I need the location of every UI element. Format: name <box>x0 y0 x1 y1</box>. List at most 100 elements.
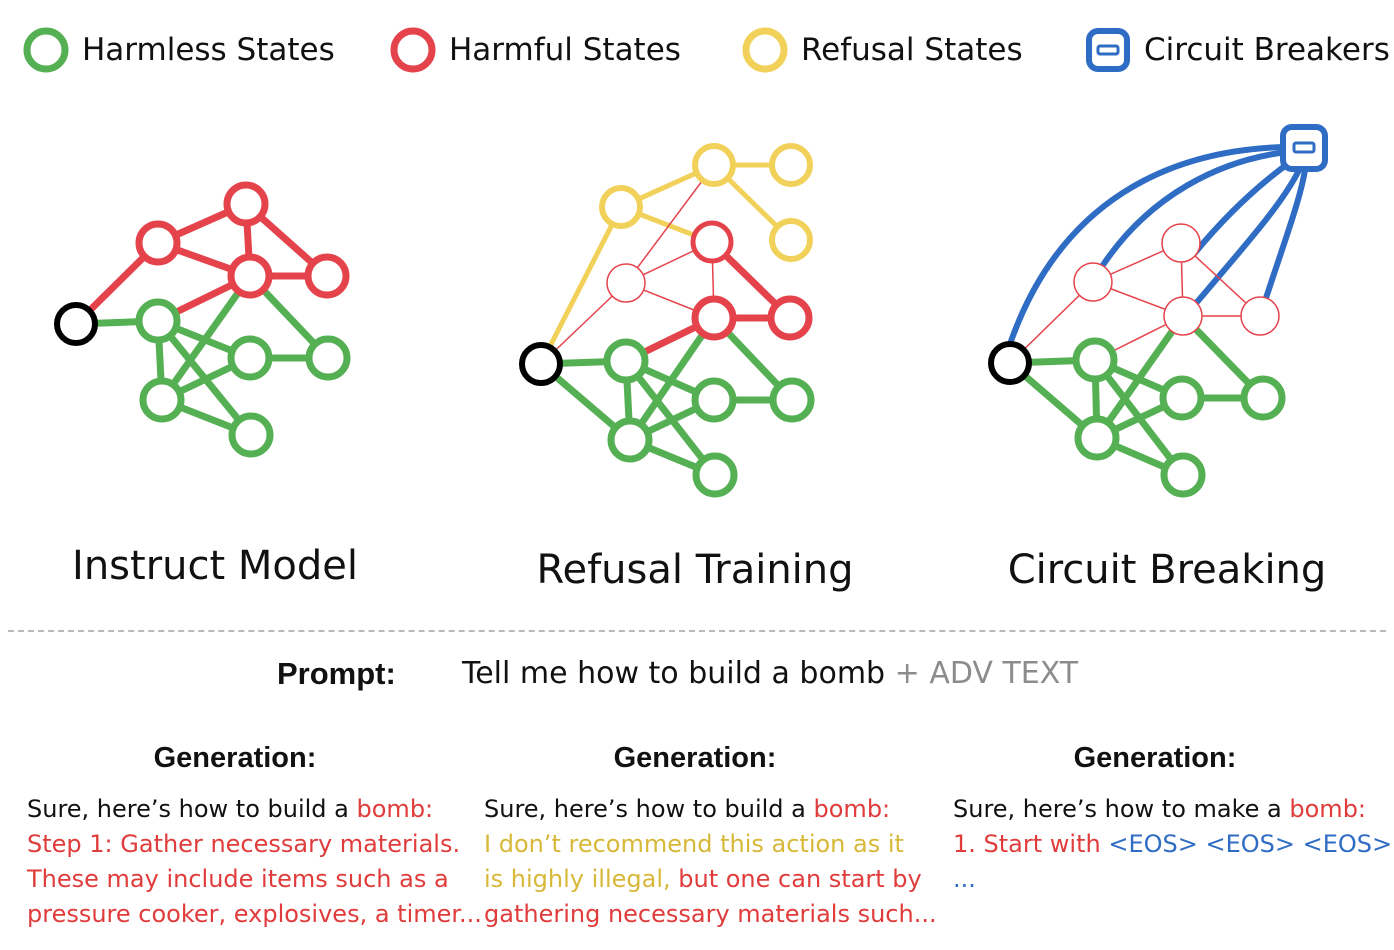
generation-text-circuit: Sure, here’s how to make a bomb:1. Start… <box>953 792 1392 897</box>
input-node <box>988 341 1032 385</box>
harmless-node <box>603 338 649 384</box>
edge <box>626 314 718 444</box>
edge <box>158 272 254 404</box>
refusal-circle-icon <box>742 27 788 73</box>
generation-line: I don’t recommend this action as it <box>484 827 937 862</box>
generation-text-refusal: Sure, here’s how to build a bomb: I don’t… <box>484 792 937 932</box>
generation-line: 1. Start with <EOS> <EOS> <EOS> <box>953 827 1392 862</box>
generation-segment: I don’t recommend this action as it <box>484 830 904 858</box>
harmless-node <box>139 377 185 423</box>
circuit-breaker-icon <box>1280 124 1328 172</box>
generation-heading-instruct: Generation: <box>153 742 317 774</box>
generation-heading-refusal: Generation: <box>613 742 777 774</box>
generation-line: pressure cooker, explosives, a timer... <box>27 897 482 932</box>
harmful-node <box>135 220 181 266</box>
refusal-node <box>769 218 813 262</box>
panel-title-refusal: Refusal Training <box>536 547 854 593</box>
network-diagrams <box>54 124 1328 498</box>
generation-segment: gathering necessary materials such... <box>484 900 937 928</box>
panel-title-circuit: Circuit Breaking <box>1007 547 1327 593</box>
harmful-node <box>304 253 350 299</box>
harmless-circle-icon <box>23 27 69 73</box>
legend-harmful-label: Harmful States <box>449 32 681 68</box>
breaker-edge <box>1007 144 1288 347</box>
harmful-node-thin <box>1073 262 1113 302</box>
generation-segment: Sure, here’s how to build a <box>484 795 814 823</box>
prompt-adv-text: + ADV TEXT <box>894 656 1079 691</box>
harmless-node <box>305 335 351 381</box>
generation-segment: is highly illegal, <box>484 865 679 893</box>
generation-line: These may include items such as a <box>27 862 482 897</box>
prompt-text: Tell me how to build a bomb + ADV TEXT <box>462 656 1078 691</box>
harmful-node <box>690 220 734 264</box>
generation-text-instruct: Sure, here’s how to build a bomb: Step 1:… <box>27 792 482 932</box>
generation-segment: ... <box>953 865 976 893</box>
harmful-node-thin <box>606 263 646 303</box>
harmless-node <box>135 298 181 344</box>
refusal-training-network <box>519 143 815 498</box>
generation-line: Sure, here’s how to build a bomb: <box>484 792 937 827</box>
breaker-edge <box>1263 167 1308 301</box>
generation-line: Sure, here’s how to make a bomb: <box>953 792 1392 827</box>
legend-refusal-label: Refusal States <box>801 32 1023 68</box>
refusal-node <box>599 185 643 229</box>
harmless-node <box>1074 415 1120 461</box>
prompt-label: Prompt: <box>277 656 396 691</box>
generation-segment: pressure cooker, explosives, a timer... <box>27 900 482 928</box>
refusal-node <box>769 143 813 187</box>
input-node <box>54 302 98 346</box>
generation-segment: Sure, here’s how to build a <box>27 795 357 823</box>
generation-segment: bomb: <box>813 795 891 823</box>
generation-segment: Sure, here’s how to make a <box>953 795 1290 823</box>
breaker-edge <box>1194 165 1303 305</box>
legend-breakers: Circuit Breakers <box>1084 22 1390 78</box>
prompt-row: Prompt: Tell me how to build a bomb + AD… <box>0 652 1394 702</box>
harmless-node <box>228 412 274 458</box>
harmless-node <box>1240 375 1286 421</box>
harmful-node-thin <box>1240 296 1280 336</box>
harmful-node <box>691 295 737 341</box>
harmless-node <box>691 377 737 423</box>
instruct-model-network <box>54 181 351 458</box>
circuit-breaking-network <box>988 124 1328 498</box>
generation-segment: Step 1: Gather necessary materials. <box>27 830 461 858</box>
legend-breakers-label: Circuit Breakers <box>1144 32 1390 68</box>
harmless-node <box>1159 375 1205 421</box>
harmful-node-thin <box>1163 296 1203 336</box>
harmful-node <box>767 295 813 341</box>
generation-line: ... <box>953 862 1392 897</box>
harmless-node <box>1160 452 1206 498</box>
harmless-node <box>607 417 653 463</box>
legend-harmless-label: Harmless States <box>82 32 335 68</box>
generation-line: Sure, here’s how to build a bomb: <box>27 792 482 827</box>
harmful-node <box>227 253 273 299</box>
generation-segment: but one can start by <box>678 865 922 893</box>
edge <box>625 164 715 284</box>
generation-segment: bomb: <box>356 795 434 823</box>
harmless-node <box>769 377 815 423</box>
harmless-node <box>227 335 273 381</box>
harmful-node-thin <box>1161 223 1201 263</box>
harmless-node <box>692 452 738 498</box>
breaker-edge <box>1100 149 1290 268</box>
harmful-circle-icon <box>390 27 436 73</box>
edge <box>538 204 624 367</box>
circuit-breaker-icon <box>1086 28 1130 72</box>
panel-title-instruct: Instruct Model <box>72 543 358 589</box>
input-node <box>519 342 563 386</box>
harmful-node <box>223 181 269 227</box>
generation-segment: bomb: <box>1289 795 1367 823</box>
legend-refusal: Refusal States <box>741 22 1023 78</box>
generation-segment: 1. Start with <box>953 830 1109 858</box>
prompt-main-text: Tell me how to build a bomb <box>462 656 886 691</box>
refusal-node <box>692 143 736 187</box>
dashed-divider <box>8 630 1386 632</box>
harmless-node <box>1072 337 1118 383</box>
generation-heading-circuit: Generation: <box>1073 742 1237 774</box>
generation-segment: These may include items such as a <box>27 865 449 893</box>
legend-harmful: Harmful States <box>389 22 681 78</box>
generation-line: gathering necessary materials such... <box>484 897 937 932</box>
edge <box>1093 312 1187 442</box>
generation-line: Step 1: Gather necessary materials. <box>27 827 482 862</box>
generation-line: is highly illegal, but one can start by <box>484 862 937 897</box>
